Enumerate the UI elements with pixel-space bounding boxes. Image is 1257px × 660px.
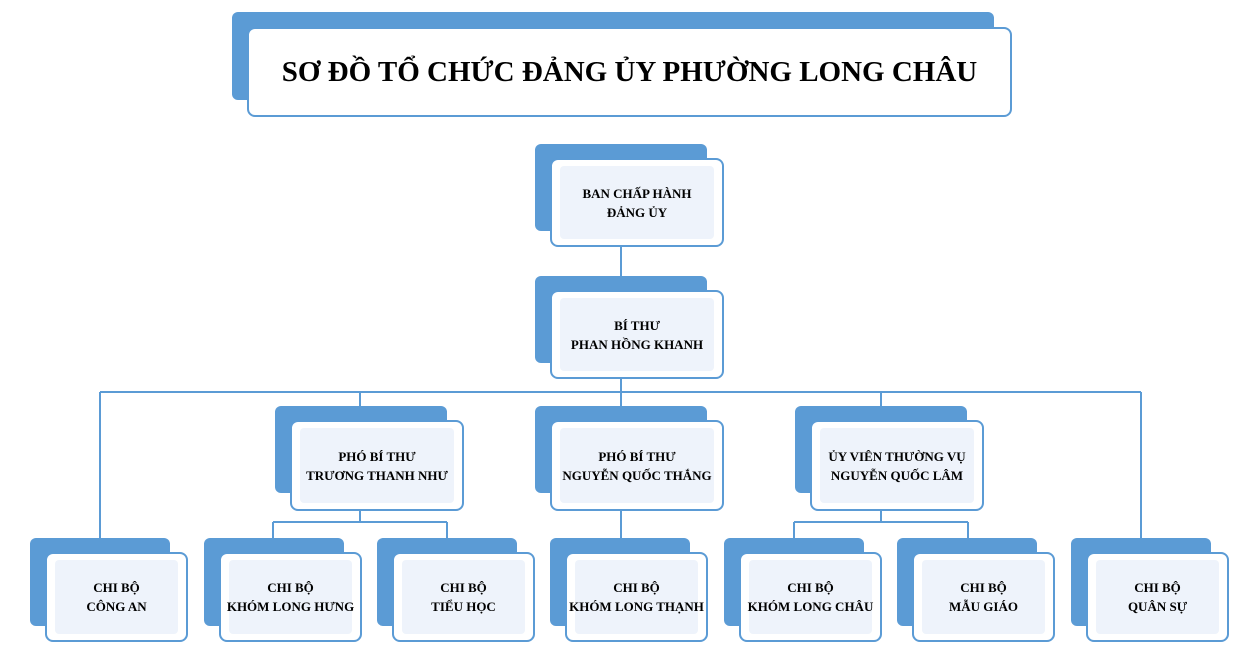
node-label: CHI BỘ QUÂN SỰ <box>1096 560 1219 634</box>
node-line-1: PHÓ BÍ THƯ <box>338 448 416 464</box>
title-box-face: SƠ ĐỒ TỔ CHỨC ĐẢNG ỦY PHƯỜNG LONG CHÂU <box>247 27 1012 117</box>
node-line-1: CHI BỘ <box>93 580 140 595</box>
node-branch-mau-giao: CHI BỘ MẪU GIÁO <box>897 538 1055 642</box>
node-line-2: KHÓM LONG CHÂU <box>747 599 874 614</box>
node-branch-long-thanh: CHI BỘ KHÓM LONG THẠNH <box>550 538 708 642</box>
node-line-1: CHI BỘ <box>1134 580 1181 595</box>
node-face: BAN CHẤP HÀNH ĐẢNG ỦY <box>550 158 724 247</box>
node-line-1: CHI BỘ <box>960 580 1007 595</box>
node-line-2: NGUYỄN QUỐC THẮNG <box>562 467 712 483</box>
node-face: BÍ THƯ PHAN HỒNG KHANH <box>550 290 724 379</box>
node-line-2: CÔNG AN <box>86 599 147 614</box>
node-label: CHI BỘ MẪU GIÁO <box>922 560 1045 634</box>
node-face: CHI BỘ QUÂN SỰ <box>1086 552 1229 642</box>
node-label: CHI BỘ KHÓM LONG THẠNH <box>569 560 704 634</box>
node-executive-committee: BAN CHẤP HÀNH ĐẢNG ỦY <box>535 144 724 247</box>
node-line-2: PHAN HỒNG KHANH <box>570 336 704 352</box>
node-label: CHI BỘ KHÓM LONG CHÂU <box>747 560 874 634</box>
node-line-1: CHI BỘ <box>613 580 660 595</box>
node-line-2: TIỂU HỌC <box>431 599 496 614</box>
node-line-2: ĐẢNG ỦY <box>606 204 668 220</box>
node-deputy-1: PHÓ BÍ THƯ TRƯƠNG THANH NHƯ <box>275 406 464 511</box>
node-face: PHÓ BÍ THƯ NGUYỄN QUỐC THẮNG <box>550 420 724 511</box>
node-deputy-3: ỦY VIÊN THƯỜNG VỤ NGUYỄN QUỐC LÂM <box>795 406 984 511</box>
node-face: CHI BỘ KHÓM LONG CHÂU <box>739 552 882 642</box>
node-line-1: PHÓ BÍ THƯ <box>598 448 676 464</box>
node-secretary: BÍ THƯ PHAN HỒNG KHANH <box>535 276 724 379</box>
node-face: CHI BỘ MẪU GIÁO <box>912 552 1055 642</box>
node-line-2: NGUYỄN QUỐC LÂM <box>830 467 964 483</box>
node-line-1: CHI BỘ <box>267 580 314 595</box>
node-label: PHÓ BÍ THƯ NGUYỄN QUỐC THẮNG <box>560 428 714 503</box>
node-line-2: QUÂN SỰ <box>1127 599 1188 614</box>
node-line-1: ỦY VIÊN THƯỜNG VỤ <box>828 448 966 464</box>
node-line-2: KHÓM LONG THẠNH <box>569 599 704 614</box>
diagram-title: SƠ ĐỒ TỔ CHỨC ĐẢNG ỦY PHƯỜNG LONG CHÂU <box>281 55 978 88</box>
node-face: CHI BỘ CÔNG AN <box>45 552 188 642</box>
node-branch-tieu-hoc: CHI BỘ TIỂU HỌC <box>377 538 535 642</box>
node-deputy-2: PHÓ BÍ THƯ NGUYỄN QUỐC THẮNG <box>535 406 724 511</box>
diagram-title-box: SƠ ĐỒ TỔ CHỨC ĐẢNG ỦY PHƯỜNG LONG CHÂU <box>232 12 1012 117</box>
node-label: CHI BỘ CÔNG AN <box>55 560 178 634</box>
node-line-1: BÍ THƯ <box>614 317 660 333</box>
node-label: CHI BỘ TIỂU HỌC <box>402 560 525 634</box>
node-face: ỦY VIÊN THƯỜNG VỤ NGUYỄN QUỐC LÂM <box>810 420 984 511</box>
node-face: CHI BỘ TIỂU HỌC <box>392 552 535 642</box>
node-label: BAN CHẤP HÀNH ĐẢNG ỦY <box>560 166 714 239</box>
node-face: CHI BỘ KHÓM LONG THẠNH <box>565 552 708 642</box>
node-branch-long-hung: CHI BỘ KHÓM LONG HƯNG <box>204 538 362 642</box>
node-line-2: KHÓM LONG HƯNG <box>226 599 355 614</box>
node-branch-quan-su: CHI BỘ QUÂN SỰ <box>1071 538 1229 642</box>
node-face: CHI BỘ KHÓM LONG HƯNG <box>219 552 362 642</box>
node-line-1: CHI BỘ <box>787 580 834 595</box>
node-line-1: BAN CHẤP HÀNH <box>582 185 692 201</box>
node-branch-cong-an: CHI BỘ CÔNG AN <box>30 538 188 642</box>
node-line-1: CHI BỘ <box>440 580 487 595</box>
node-label: BÍ THƯ PHAN HỒNG KHANH <box>560 298 714 371</box>
node-branch-long-chau: CHI BỘ KHÓM LONG CHÂU <box>724 538 882 642</box>
node-line-2: MẪU GIÁO <box>949 599 1018 614</box>
node-label: PHÓ BÍ THƯ TRƯƠNG THANH NHƯ <box>300 428 454 503</box>
node-line-2: TRƯƠNG THANH NHƯ <box>306 467 448 483</box>
node-label: CHI BỘ KHÓM LONG HƯNG <box>226 560 355 634</box>
node-face: PHÓ BÍ THƯ TRƯƠNG THANH NHƯ <box>290 420 464 511</box>
node-label: ỦY VIÊN THƯỜNG VỤ NGUYỄN QUỐC LÂM <box>820 428 974 503</box>
